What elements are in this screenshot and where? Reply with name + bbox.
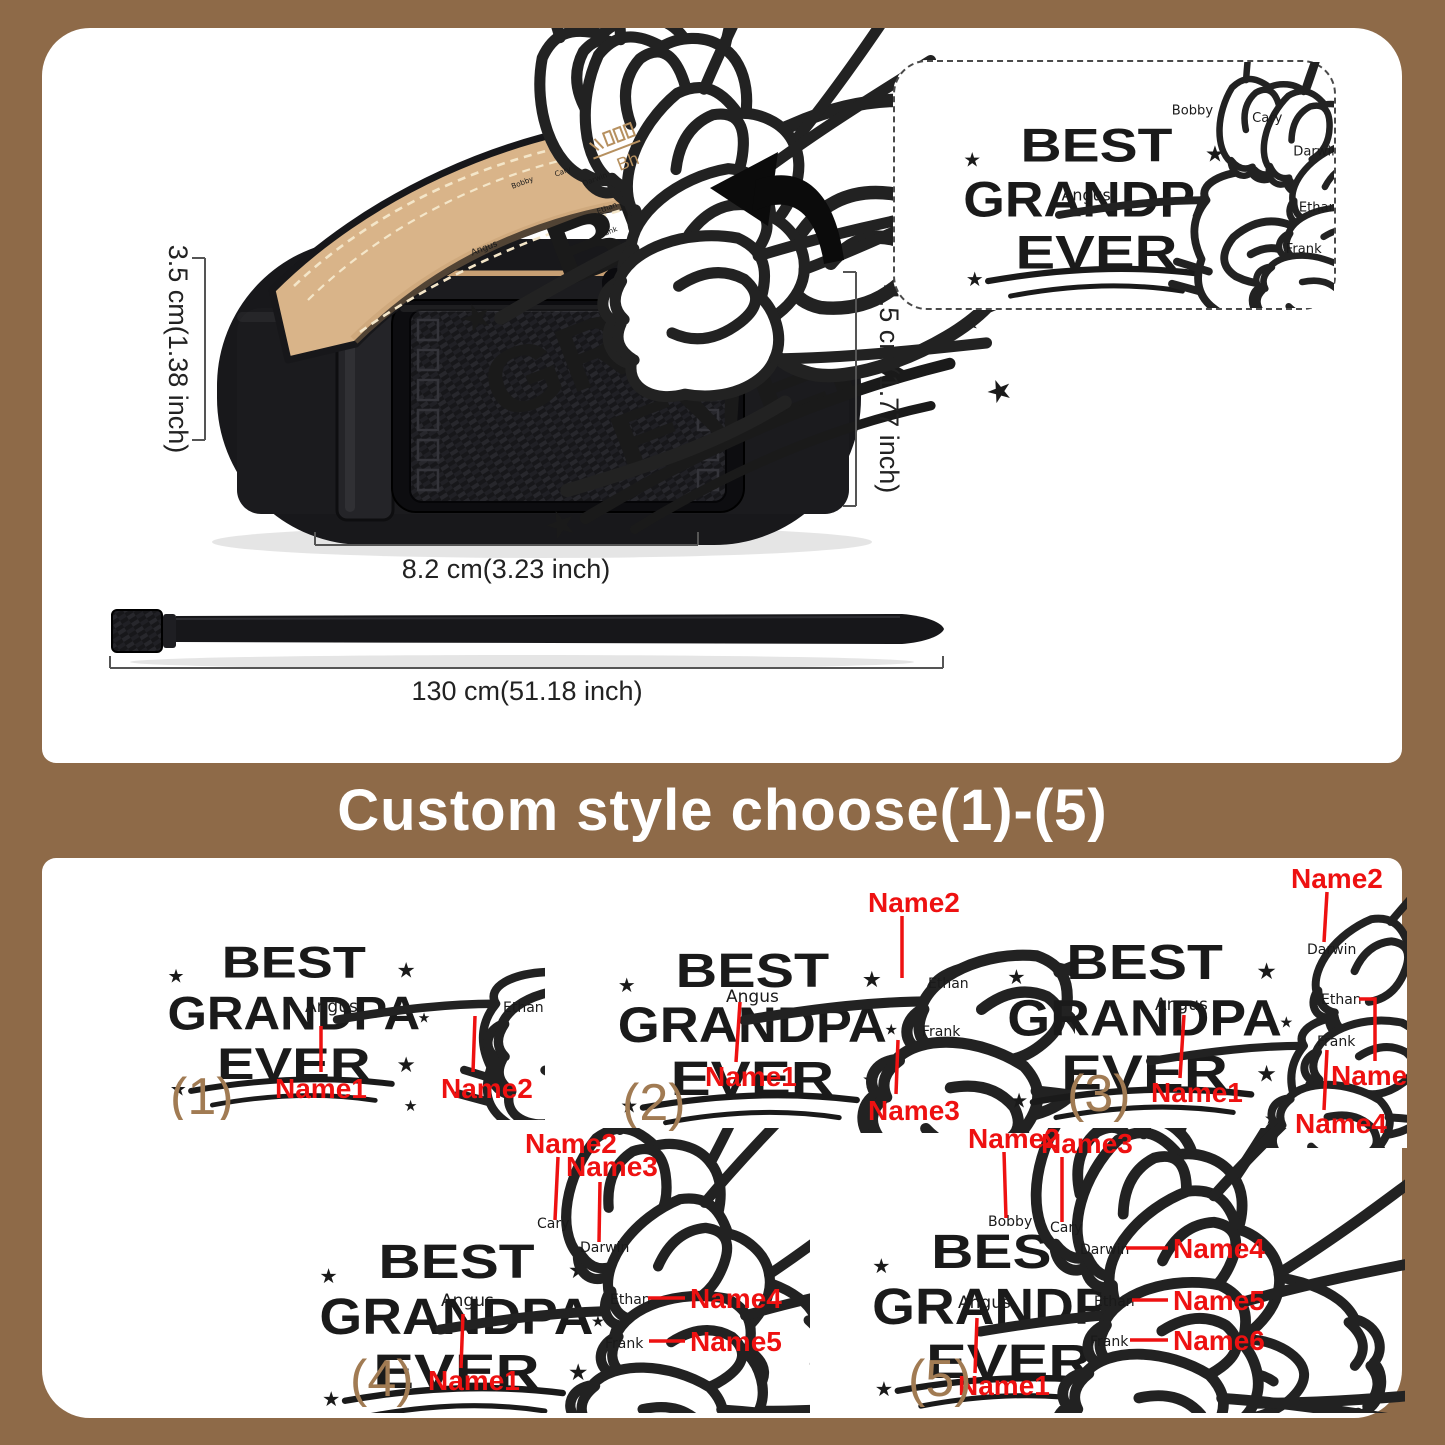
name-slot-label: Name3 [566,1151,658,1182]
fist-label-kid: Ethan [1321,992,1362,1008]
flat-belt [111,609,944,653]
style-number: (4) [350,1350,414,1408]
fist-label-kid: Frank [605,1336,644,1352]
annotation-line [1359,997,1377,1061]
belt-length-dimension: 130 cm(51.18 inch) [411,676,642,706]
style-option-3: Angus Darwin Ethan Frank Name2 Name3 Nam… [1005,858,1407,1148]
annotation-line [1322,891,1329,943]
fist-label-kid: Frank [1090,1334,1129,1350]
name-slot-label: Name1 [275,1073,367,1104]
section-title-band: Custom style choose(1)-(5) [0,763,1445,858]
name-slot-label: Name1 [958,1370,1050,1401]
fist-label-grandpa: Angus [441,1291,494,1311]
fist-label-kid: Darwin [1307,942,1356,958]
annotation-line [1178,1014,1186,1079]
fist-label-grandpa: Angus [1155,995,1208,1015]
flat-belt-buckle [111,609,163,653]
name-slot-label: Name4 [1295,1108,1387,1139]
name-slot-label: Name2 [968,1128,1060,1154]
name-slot-label: Name1 [1151,1077,1243,1108]
fist-label-kid: Cary [1050,1220,1082,1236]
annotation-line [1322,1049,1329,1111]
keeper-highlight [345,300,355,512]
annotation-line [459,1313,465,1369]
name-slot-label: Name5 [690,1326,782,1357]
leather-engraving: Bh [302,28,1099,580]
flat-belt-shadow [130,655,914,669]
annotation-line [471,1015,477,1073]
annotation-line [1002,1151,1008,1219]
style-option-5: Angus Bobby Cary Darwin Ethan Frank Name… [870,1128,1405,1413]
buckle-height-dimension: 4.5 cm(1.77 inch) [874,285,904,494]
flat-belt-keeper [163,614,176,648]
stitching [293,130,661,287]
buckle-width-bracket [314,532,699,546]
style-option-4: Angus Cary Darwin Ethan Frank Name2 Name… [317,1128,810,1413]
annotation-line [973,1317,979,1374]
name-slot-label: Name3 [1041,1128,1133,1159]
name-slot-label: Name2 [441,1073,533,1104]
style-number: (3) [1067,1065,1131,1123]
arrow-icon [710,152,844,264]
name-slot-label: Name1 [428,1365,520,1396]
style-number: (1) [170,1068,234,1120]
name-slot-label: Name4 [1173,1233,1265,1264]
name-slot-label: Name2 [868,887,960,918]
name-slot-label: Name4 [690,1283,782,1314]
style-option-2: Angus Ethan Frank Name2 Name1 Name3 (2) [615,887,1075,1133]
name-slot-label: Name2 [525,1128,617,1159]
style-number: (2) [622,1074,686,1132]
engraving-detail-box [893,60,1336,310]
style-option-1: Angus Ethan Name1 Name2 (1) [75,908,545,1120]
annotation-line [553,1156,560,1221]
fist-label-kid: Ethan [928,976,969,992]
fist-label-kid: Darwin [1080,1242,1129,1258]
stitching [307,142,659,301]
annotation-line [597,1181,602,1243]
name-slot-label: Name3 [868,1095,960,1126]
fist-label-grandpa: Angus [305,997,358,1017]
belt-photo-scene: Bh 3.5 cm(1.38 inch) 4.5 cm(1.77 inc [109,28,1402,706]
fist-label-kid: Frank [922,1024,961,1040]
style-number: (5) [908,1350,972,1408]
name-slot-label: Name6 [1173,1325,1265,1356]
name-slot-label: Name5 [1173,1285,1265,1316]
name-slot-label: Name1 [705,1061,797,1092]
flat-belt-strap [176,614,944,644]
engraving-detail-art [961,62,1334,308]
strap-width-dimension: 3.5 cm(1.38 inch) [163,245,193,454]
annotation-line [734,1001,742,1063]
buckle-height-bracket [843,271,857,507]
fist-label-grandpa: Angus [726,987,779,1007]
fist-label-kid: Ethan [503,1000,544,1016]
dimension-annotations: 3.5 cm(1.38 inch) 4.5 cm(1.77 inch) 8.2 … [109,245,944,706]
name-slot-label: Name2 [1291,863,1383,894]
fist-label-grandpa: Angus [958,1293,1011,1313]
fist-label-kid: Frank [1317,1034,1356,1050]
buckle-width-dimension: 8.2 cm(3.23 inch) [402,554,611,584]
custom-styles-card: Angus Ethan Name1 Name2 (1) Angus Ethan … [42,858,1407,1418]
fist-label-kid: Ethan [610,1292,651,1308]
width-bracket [192,257,206,441]
fist-label-kid: Bobby [988,1214,1032,1230]
fist-label-kid: Cary [537,1216,569,1232]
fist-label-kid: Darwin [580,1240,629,1256]
section-title: Custom style choose(1)-(5) [337,778,1108,843]
name-slot-label: Name3 [1331,1060,1407,1091]
annotation-line [894,1039,900,1095]
belt-length-bracket [109,656,944,669]
flat-belt-edge [175,616,901,620]
fist-label-kid: Ethan [1094,1294,1135,1310]
